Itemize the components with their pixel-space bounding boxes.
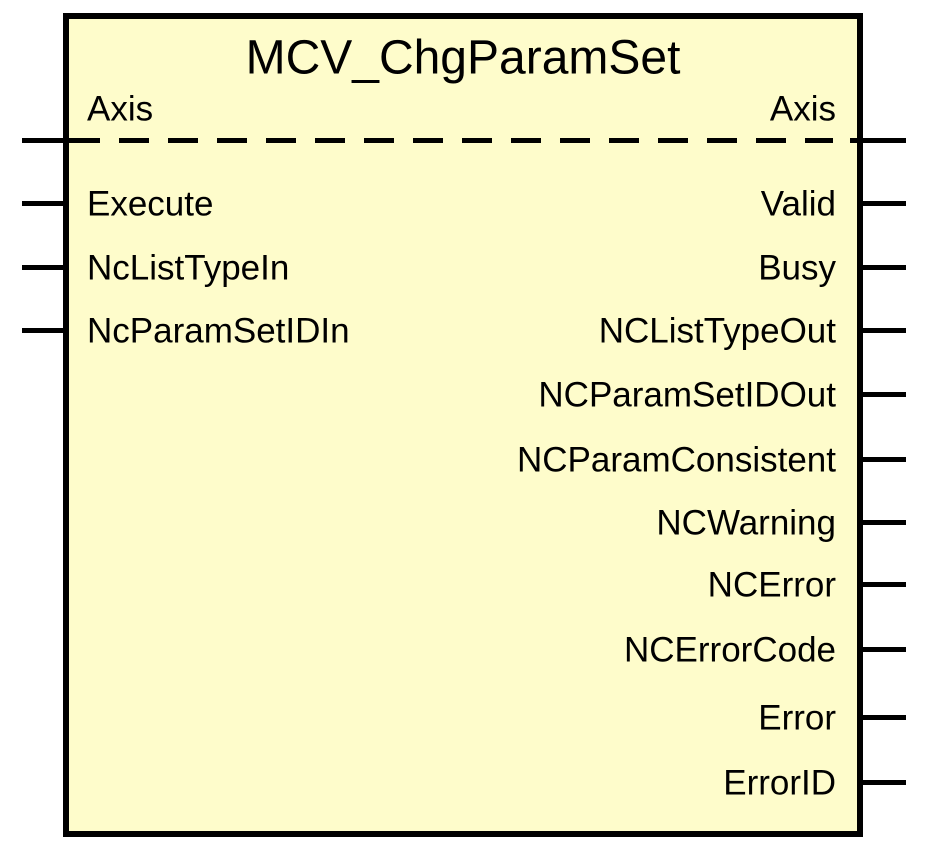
output-label-ncwarning: NCWarning [656,503,836,543]
input-pin-ncparamsetidin [22,328,63,333]
output-pin-ncerrorcode [863,647,906,652]
input-pin-nclisttypein [22,265,63,270]
input-label-execute: Execute [87,184,214,224]
output-pin-errorid [863,780,906,785]
output-label-busy: Busy [758,248,836,288]
input-pin-execute [22,201,63,206]
output-pin-nclisttypeout [863,328,906,333]
output-pin-ncerror [863,582,906,587]
output-label-ncerror: NCError [707,565,836,605]
output-label-valid: Valid [760,184,836,224]
output-pin-ncwarning [863,520,906,525]
axis-input-label: Axis [87,89,154,129]
axis-line-left-stub [22,138,100,143]
axis-output-label: Axis [769,89,836,129]
output-label-nclisttypeout: NCListTypeOut [598,311,836,351]
output-pin-ncparamsetidout [863,392,906,397]
input-label-nclisttypein: NcListTypeIn [87,248,290,288]
output-pin-ncparamconsistent [863,457,906,462]
output-label-ncerrorcode: NCErrorCode [624,630,836,670]
axis-line-right-stub [850,138,906,143]
block-title: MCV_ChgParamSet [245,31,681,85]
output-label-ncparamsetidout: NCParamSetIDOut [538,375,836,415]
input-label-ncparamsetidin: NcParamSetIDIn [87,311,350,351]
output-pin-error [863,715,906,720]
output-label-ncparamconsistent: NCParamConsistent [517,440,836,480]
output-label-error: Error [758,698,836,738]
output-pin-busy [863,265,906,270]
output-pin-valid [863,201,906,206]
axis-inout-dashed-line [119,138,833,143]
function-block-body [63,13,863,837]
output-label-errorid: ErrorID [723,763,836,803]
